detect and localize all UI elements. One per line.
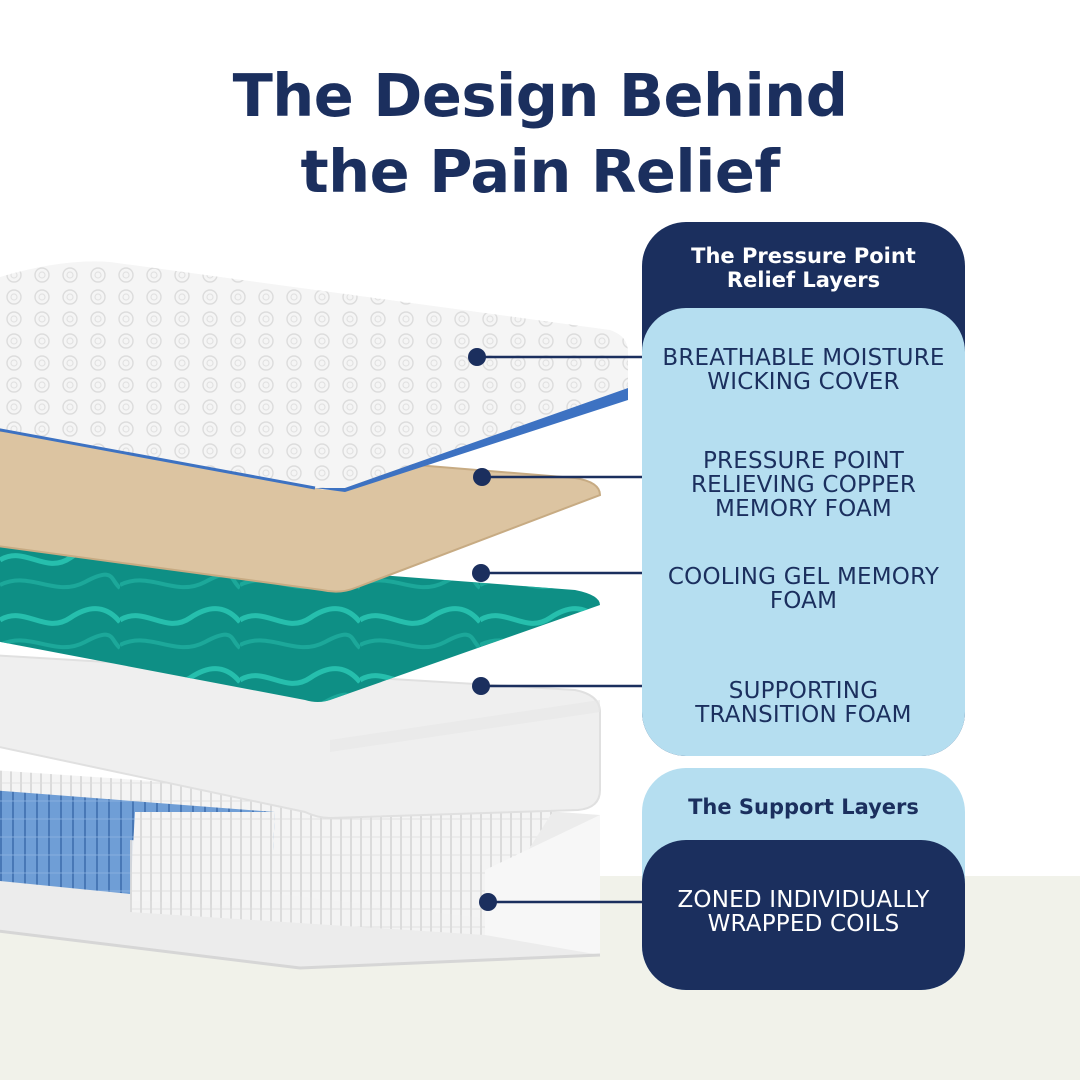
marker-dot-transition-foam — [472, 677, 490, 695]
label-transition-foam: SUPPORTING TRANSITION FOAM — [695, 678, 912, 728]
leader-lines — [477, 355, 655, 904]
transition-foam-illustration — [0, 654, 601, 820]
marker-dot-gel-foam — [472, 564, 490, 582]
pressure-relief-body — [642, 308, 965, 756]
marker-dot-cover — [468, 348, 486, 366]
marker-dot-copper-foam — [473, 468, 491, 486]
cover-layer-illustration — [0, 261, 628, 492]
copper-foam-illustration — [0, 429, 602, 593]
coil-layer-illustration — [0, 770, 601, 970]
title-line-1: The Design Behind — [232, 61, 848, 130]
cooling-gel-foam-illustration — [0, 545, 600, 702]
label-copper-foam: PRESSURE POINT RELIEVING COPPER MEMORY F… — [690, 448, 917, 522]
marker-dot-coils — [479, 893, 497, 911]
label-cover: BREATHABLE MOISTURE WICKING COVER — [662, 345, 945, 395]
label-coils: ZONED INDIVIDUALLY WRAPPED COILS — [677, 887, 930, 937]
label-gel-foam: COOLING GEL MEMORY FOAM — [667, 564, 940, 614]
pressure-relief-header: The Pressure Point Relief Layers — [691, 244, 916, 292]
page-title: The Design Behind the Pain Relief — [0, 58, 1080, 210]
support-panel-header: The Support Layers — [688, 795, 919, 819]
title-line-2: the Pain Relief — [300, 137, 780, 206]
support-panel-body — [642, 840, 965, 990]
